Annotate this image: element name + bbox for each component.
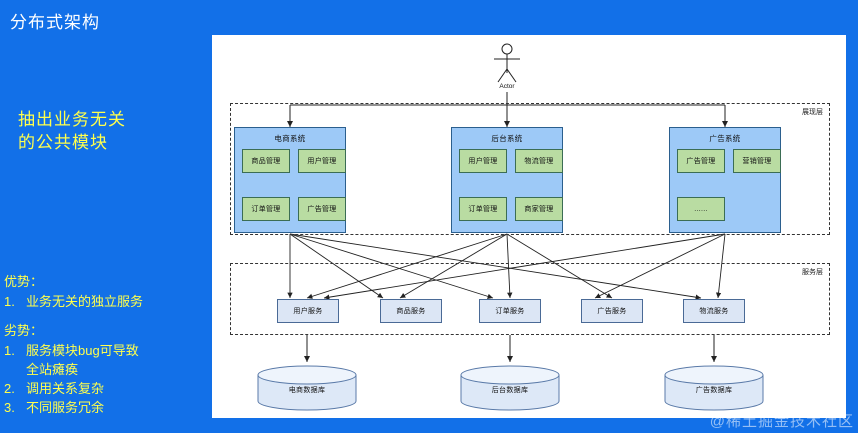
system-title: 后台系统 — [491, 134, 523, 143]
database-ecommerce[interactable]: 电商数据库 — [257, 365, 357, 411]
list-item: 2. 调用关系复杂 — [4, 379, 212, 398]
advantages-list: 1. 业务无关的独立服务 — [4, 292, 212, 311]
list-item-label: 不同服务冗余 — [26, 400, 105, 415]
module-box[interactable]: ...... — [677, 197, 725, 221]
service-layer-container: 服务层 — [230, 263, 830, 335]
module-box[interactable]: 订单管理 — [242, 197, 290, 221]
list-item-label: 服务模块bug可导致 — [26, 343, 139, 358]
arrow-backend-to-user-svc — [306, 233, 508, 299]
service-box-goods[interactable]: 商品服务 — [380, 299, 442, 323]
module-box[interactable]: 商家管理 — [515, 197, 563, 221]
list-item: 3. 不同服务冗余 — [4, 398, 212, 417]
list-item-label: 业务无关的独立服务 — [26, 294, 144, 309]
arrow-ads-to-logistics-svc — [715, 233, 726, 299]
list-item-number: 1. — [4, 343, 15, 358]
list-item-number: 1. — [4, 294, 15, 309]
module-box[interactable]: 用户管理 — [459, 149, 507, 173]
database-label: 电商数据库 — [288, 387, 326, 394]
service-layer-label: 服务层 — [802, 269, 823, 276]
presentation-layer-container: 展现层 — [230, 103, 830, 235]
connector-layer — [287, 43, 728, 362]
service-box-user[interactable]: 用户服务 — [277, 299, 339, 323]
list-item-number: 2. — [4, 381, 15, 396]
module-box[interactable]: 物流管理 — [515, 149, 563, 173]
spacer — [4, 311, 212, 321]
database-label: 后台数据库 — [491, 387, 529, 394]
module-box[interactable]: 广告管理 — [298, 197, 346, 221]
module-box[interactable]: 营销管理 — [733, 149, 781, 173]
system-title: 广告系统 — [709, 134, 741, 143]
arrow-ecom-to-order-svc — [289, 233, 494, 299]
module-box[interactable]: 广告管理 — [677, 149, 725, 173]
actor-label: Actor — [499, 83, 515, 90]
database-advertising[interactable]: 广告数据库 — [664, 365, 764, 411]
headline: 抽出业务无关 的公共模块 — [18, 108, 126, 154]
database-backend[interactable]: 后台数据库 — [460, 365, 560, 411]
cylinder-icon — [664, 365, 764, 411]
list-item-label: 调用关系复杂 — [26, 381, 105, 396]
disadvantages-header: 劣势： — [4, 323, 44, 338]
arrow-ecom-to-logistics-svc — [289, 233, 702, 300]
notes-block: 优势： 1. 业务无关的独立服务 劣势： 1. 服务模块bug可导致 全站瘫痪 … — [4, 272, 212, 417]
headline-line-1: 抽出业务无关 — [18, 110, 126, 129]
architecture-diagram: Actor 展现层 电商系统 商品管理 用户管理 订单管理 广告管理 后台系统 … — [212, 35, 846, 418]
list-item: 1. 服务模块bug可导致 — [4, 341, 212, 360]
module-box[interactable]: 用户管理 — [298, 149, 346, 173]
module-box[interactable]: 订单管理 — [459, 197, 507, 221]
module-box[interactable]: 商品管理 — [242, 149, 290, 173]
actor-icon — [494, 43, 520, 83]
diagram-panel: Actor 展现层 电商系统 商品管理 用户管理 订单管理 广告管理 后台系统 … — [212, 35, 846, 418]
page-title: 分布式架构 — [10, 13, 100, 32]
arrow-backend-to-goods-svc — [399, 233, 508, 299]
arrow-backend-to-ad-svc — [506, 233, 613, 299]
service-box-order[interactable]: 订单服务 — [479, 299, 541, 323]
arrow-backend-to-order-svc — [506, 233, 513, 299]
list-item: 全站瘫痪 — [4, 360, 212, 379]
service-box-logistics[interactable]: 物流服务 — [683, 299, 745, 323]
system-title: 电商系统 — [274, 134, 306, 143]
arrow-ads-to-ad-svc — [594, 233, 726, 299]
list-item-label: 全站瘫痪 — [26, 362, 79, 377]
cylinder-icon — [257, 365, 357, 411]
list-item-number: 3. — [4, 400, 15, 415]
cylinder-icon — [460, 365, 560, 411]
database-label: 广告数据库 — [695, 387, 733, 394]
arrow-ecom-to-goods-svc — [289, 233, 384, 299]
presentation-layer-label: 展现层 — [802, 109, 823, 116]
list-item: 1. 业务无关的独立服务 — [4, 292, 212, 311]
list-item-number — [4, 360, 20, 379]
headline-line-2: 的公共模块 — [18, 133, 108, 152]
service-box-advertising[interactable]: 广告服务 — [581, 299, 643, 323]
advantages-header: 优势： — [4, 274, 44, 289]
disadvantages-list: 1. 服务模块bug可导致 全站瘫痪 2. 调用关系复杂 3. 不同服务冗余 — [4, 341, 212, 417]
arrow-ads-to-user-svc — [323, 233, 726, 300]
